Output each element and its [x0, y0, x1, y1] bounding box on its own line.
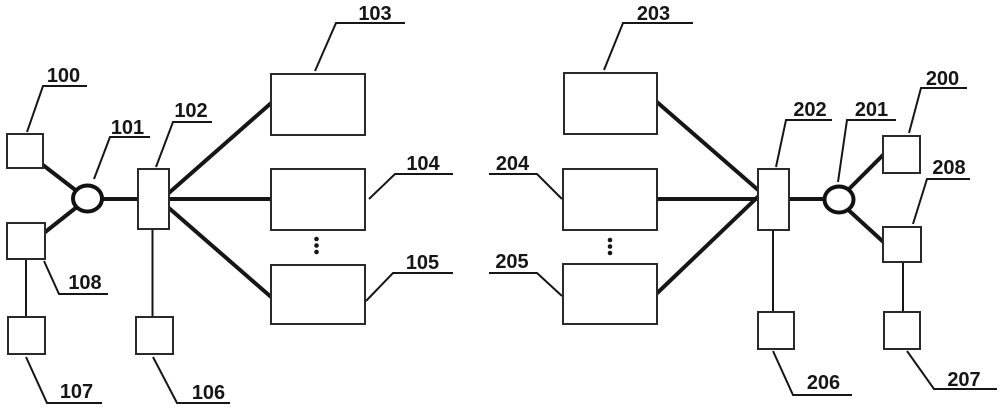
- label-104: 104: [406, 153, 440, 175]
- label-103: 103: [358, 3, 391, 25]
- node-108-box: [6, 222, 46, 260]
- left-leader-lines: [25, 22, 453, 404]
- ellipsis-dot: [314, 243, 319, 248]
- label-206: 206: [807, 372, 840, 394]
- link-205-202: [649, 188, 767, 301]
- label-105-leader: [365, 272, 453, 302]
- label-202-leader: [775, 119, 832, 168]
- label-208: 208: [932, 157, 965, 179]
- left-nodes: [6, 73, 366, 355]
- label-101: 101: [111, 117, 144, 139]
- node-201-ellipse: [822, 184, 856, 215]
- left-network: 100 101 102 103 104 105 108 107 106: [6, 3, 453, 404]
- label-207-leader: [906, 350, 997, 390]
- ellipsis-dot: [314, 236, 319, 242]
- left-labels: 100 101 102 103 104 105 108 107 106: [47, 3, 441, 404]
- label-205-leader: [489, 272, 563, 297]
- label-105: 105: [406, 252, 439, 274]
- label-108-leader: [43, 260, 108, 295]
- ellipsis-dot: [607, 244, 613, 249]
- ellipsis-dot: [607, 237, 613, 243]
- label-102-leader: [155, 121, 212, 168]
- node-203-box: [563, 72, 658, 135]
- label-203-leader: [603, 22, 693, 71]
- node-107-box: [7, 316, 46, 355]
- right-labels: 203 204 205 202 201 200 208 206 207: [495, 3, 980, 394]
- vertical-ellipsis-icon: [314, 236, 319, 255]
- right-leader-lines: [489, 22, 997, 396]
- node-204-box: [562, 168, 658, 231]
- vertical-ellipsis-icon: [607, 237, 613, 256]
- node-102-box: [137, 168, 170, 230]
- label-101-leader: [93, 136, 150, 180]
- label-201-leader: [837, 119, 896, 183]
- node-106-box: [135, 316, 174, 355]
- node-105-box: [270, 264, 366, 325]
- label-103-leader: [314, 22, 405, 72]
- label-206-leader: [772, 350, 852, 396]
- node-207-box: [883, 311, 921, 350]
- label-102: 102: [174, 100, 207, 122]
- label-202: 202: [793, 99, 826, 121]
- label-201: 201: [855, 99, 888, 121]
- label-100: 100: [47, 65, 80, 87]
- ellipsis-dot: [607, 250, 613, 256]
- right-network: 203 204 205 202 201 200 208 206 207: [489, 3, 997, 396]
- label-104-leader: [368, 173, 453, 200]
- ellipsis-dot: [314, 249, 319, 255]
- node-200-box: [882, 135, 921, 174]
- label-200: 200: [926, 68, 959, 90]
- label-204: 204: [496, 153, 530, 175]
- label-203: 203: [637, 3, 670, 25]
- link-203-202: [648, 94, 767, 198]
- label-100-leader: [26, 85, 87, 133]
- link-102-103: [160, 95, 280, 201]
- label-107-leader: [25, 356, 102, 404]
- label-106-leader: [152, 356, 230, 404]
- label-107: 107: [60, 381, 93, 403]
- node-202-box: [757, 168, 790, 231]
- label-108: 108: [68, 272, 101, 294]
- node-100-box: [6, 133, 44, 169]
- label-205: 205: [495, 251, 528, 273]
- label-106: 106: [192, 382, 225, 404]
- node-206-box: [757, 311, 795, 350]
- label-208-leader: [912, 178, 970, 225]
- node-205-box: [562, 263, 658, 325]
- right-nodes: [562, 72, 922, 350]
- label-204-leader: [489, 173, 563, 200]
- link-102-105: [160, 200, 280, 305]
- node-208-box: [882, 226, 922, 263]
- node-103-box: [270, 73, 366, 136]
- node-101-ellipse: [71, 183, 104, 214]
- node-104-box: [270, 168, 366, 231]
- label-207: 207: [947, 369, 980, 391]
- label-200-leader: [908, 87, 967, 134]
